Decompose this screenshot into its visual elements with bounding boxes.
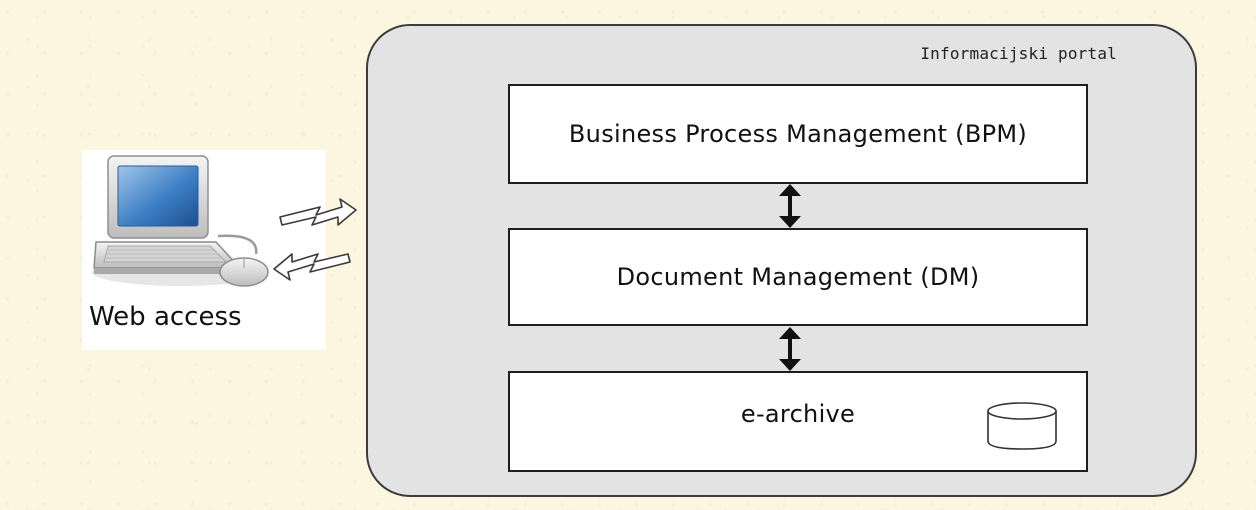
layer-bpm-label: Business Process Management (BPM) [568, 120, 1028, 148]
lightning-arrow-right-icon [279, 198, 357, 226]
portal-label: Informacijski portal [920, 44, 1117, 63]
layer-dm: Document Management (DM) [508, 228, 1088, 326]
laptop-icon [92, 155, 269, 287]
bidirectional-arrow-icon [779, 184, 801, 228]
layer-e-archive-label: e-archive [740, 399, 856, 428]
web-access-label: Web access [87, 300, 246, 338]
layer-bpm: Business Process Management (BPM) [508, 84, 1088, 184]
layer-dm-label: Document Management (DM) [616, 263, 980, 291]
database-icon [987, 402, 1057, 450]
lightning-arrow-left-icon [273, 253, 351, 281]
bidirectional-arrow-icon [779, 327, 801, 371]
